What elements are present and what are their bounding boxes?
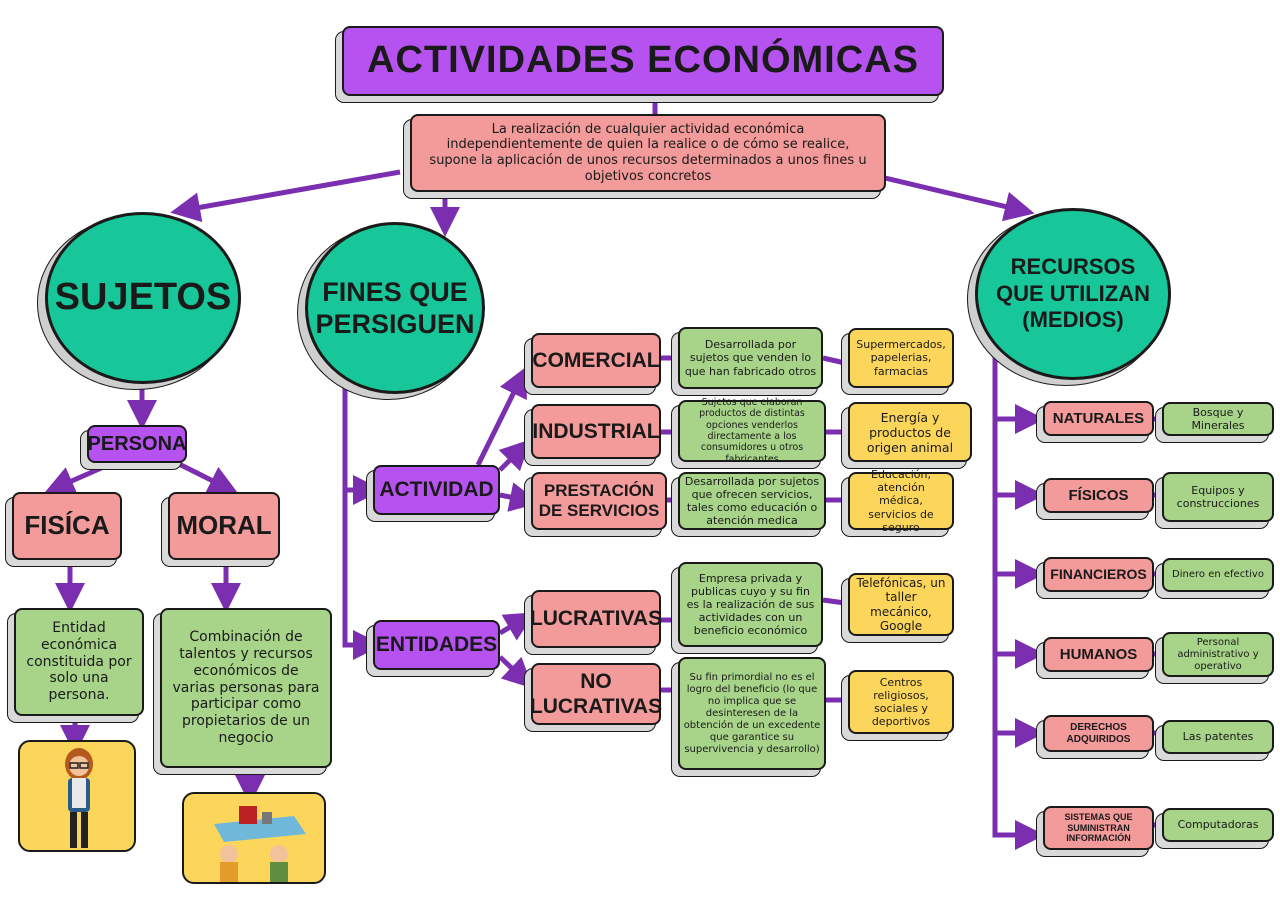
moral-box: MORAL xyxy=(168,492,280,560)
business-illustration xyxy=(182,792,326,884)
intro-box: La realización de cualquier actividad ec… xyxy=(410,114,886,192)
recurso-humanos: HUMANOS xyxy=(1043,637,1154,672)
recurso-fisicos: FÍSICOS xyxy=(1043,478,1154,513)
recursos-circle: RECURSOS QUE UTILIZAN (MEDIOS) xyxy=(975,208,1171,380)
no-lucrativas-example: Centros religiosos, sociales y deportivo… xyxy=(848,670,954,734)
lucrativas-description: Empresa privada y publicas cuyo y su fin… xyxy=(678,562,823,647)
sujetos-circle: SUJETOS xyxy=(45,212,241,384)
recurso-naturales: NATURALES xyxy=(1043,401,1154,436)
no-lucrativas-box: NO LUCRATIVAS xyxy=(530,663,662,725)
main-title: ACTIVIDADES ECONÓMICAS xyxy=(342,26,944,96)
derechos-description: Las patentes xyxy=(1162,720,1274,754)
fisica-description: Entidad económica constituida por solo u… xyxy=(14,608,144,716)
financieros-description: Dinero en efectivo xyxy=(1162,558,1274,592)
industrial-example: Energía y productos de origen animal xyxy=(848,402,972,462)
sistemas-description: Computadoras xyxy=(1162,808,1274,842)
servicios-description: Desarrollada por sujetos que ofrecen ser… xyxy=(678,472,826,530)
persona-box: PERSONA xyxy=(87,425,187,463)
fisica-box: FISÍCA xyxy=(12,492,122,560)
recurso-sistemas: SISTEMAS QUE SUMINISTRAN INFORMACIÓN xyxy=(1043,806,1154,850)
naturales-description: Bosque y Minerales xyxy=(1162,402,1274,436)
servicios-example: Educación, atención médica, servicios de… xyxy=(848,468,954,534)
no-lucrativas-description: Su fin primordial no es el logro del ben… xyxy=(678,657,826,770)
humanos-description: Personal administrativo y operativo xyxy=(1162,632,1274,677)
lucrativas-box: LUCRATIVAS xyxy=(530,590,662,648)
fines-circle: FINES QUE PERSIGUEN xyxy=(305,222,485,394)
comercial-example: Supermercados, papelerias, farmacias xyxy=(848,328,954,388)
servicios-box: PRESTACIÓN DE SERVICIOS xyxy=(531,472,667,530)
fisicos-description: Equipos y construcciones xyxy=(1162,472,1274,522)
comercial-description: Desarrollada por sujetos que venden lo q… xyxy=(678,327,823,389)
recurso-financieros: FINANCIEROS xyxy=(1043,557,1154,592)
moral-description: Combinación de talentos y recursos econó… xyxy=(160,608,332,768)
person-illustration xyxy=(18,740,136,852)
recurso-derechos: DERECHOS ADQUIRIDOS xyxy=(1043,715,1154,752)
entidades-box: ENTIDADES xyxy=(373,620,500,670)
actividad-box: ACTIVIDAD xyxy=(373,465,500,515)
industrial-description: Sujetos que elaboran productos de distin… xyxy=(678,397,826,465)
comercial-box: COMERCIAL xyxy=(531,333,661,388)
industrial-box: INDUSTRIAL xyxy=(531,404,661,459)
lucrativas-example: Telefónicas, un taller mecánico, Google xyxy=(848,573,954,636)
